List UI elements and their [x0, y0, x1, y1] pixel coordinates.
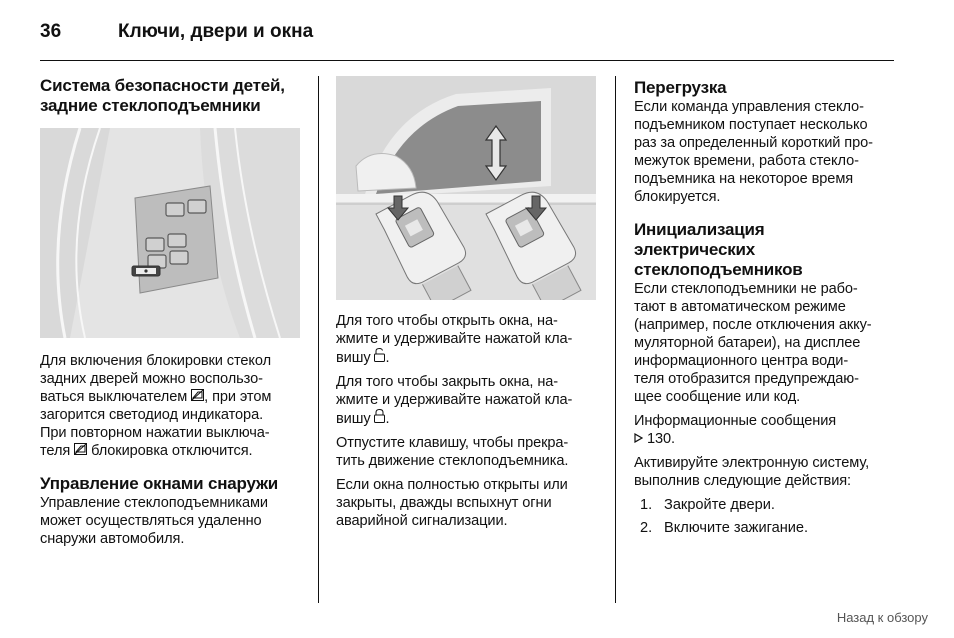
heading-line: Инициализация: [634, 220, 765, 239]
info-messages-paragraph: Информационные сообщения 130.: [634, 412, 899, 448]
text-line: информационного центра води-: [634, 353, 849, 369]
text-line: вишу: [336, 350, 371, 366]
text-line: Если стеклоподъемники не рабо-: [634, 281, 858, 297]
release-key-paragraph: Отпустите клавишу, чтобы прекра- тить дв…: [336, 434, 598, 470]
text-line: .: [385, 350, 390, 366]
text-line: (например, после отключения акку-: [634, 317, 872, 333]
lock-key-icon: [374, 408, 386, 425]
door-panel-drawing: [40, 128, 300, 338]
reference-arrow-icon: [634, 432, 644, 445]
text-line: аварийной сигнализации.: [336, 513, 508, 529]
text-line: подъемника на некоторое время: [634, 171, 854, 187]
text-line: Для того чтобы закрыть окна, на-: [336, 374, 559, 390]
text-line: Для включения блокировки стекол: [40, 353, 271, 369]
text-line: межуток времени, работа стекло-: [634, 153, 859, 169]
section-heading-initialization: Инициализация электрических стеклоподъем…: [634, 220, 899, 280]
text-line: При повторном нажатии выключа-: [40, 425, 270, 441]
heading-line: задние стеклоподъемники: [40, 96, 261, 115]
column-3: Перегрузка Если команда управления стекл…: [634, 76, 899, 537]
text-line: муляторной батареи), на дисплее: [634, 335, 861, 351]
text-line: Информационные сообщения: [634, 413, 837, 429]
remote-windows-paragraph: Управление стеклоподъемниками может осущ…: [40, 494, 302, 548]
column-1: Система безопасности детей, задние стекл…: [40, 76, 302, 548]
child-lock-switch-icon: [191, 389, 205, 403]
page-header: 36 Ключи, двери и окна: [40, 20, 894, 61]
car-window-key-drawing: [336, 76, 596, 300]
text-line: раз за определенный короткий про-: [634, 135, 873, 151]
text-line: снаружи автомобиля.: [40, 531, 185, 547]
text-line: тают в автоматическом режиме: [634, 299, 846, 315]
child-lock-paragraph: Для включения блокировки стекол задних д…: [40, 352, 302, 460]
initialization-paragraph: Если стеклоподъемники не рабо- тают в ав…: [634, 280, 899, 406]
door-switch-panel-illustration: [40, 128, 300, 338]
text-line: теля отобразится предупреждаю-: [634, 371, 859, 387]
steps-list: 1. Закройте двери. 2. Включите зажигание…: [634, 496, 899, 537]
text-line: может осуществляться удаленно: [40, 513, 262, 529]
text-line: выполнив следующие действия:: [634, 473, 851, 489]
section-heading-remote-windows: Управление окнами снаружи: [40, 474, 279, 493]
column-2: Для того чтобы открыть окна, на- жмите и…: [336, 76, 598, 530]
text-line: жмите и удерживайте нажатой кла-: [336, 392, 573, 408]
overload-paragraph: Если команда управления стекло- подъемни…: [634, 98, 899, 206]
text-line: жмите и удерживайте нажатой кла-: [336, 331, 573, 347]
text-line: .: [385, 411, 390, 427]
chapter-title: Ключи, двери и окна: [118, 21, 314, 42]
reference-link[interactable]: 130.: [634, 431, 675, 447]
heading-line: стеклоподъемников: [634, 260, 803, 279]
text-line: Если окна полностью открыты или: [336, 477, 568, 493]
activate-system-paragraph: Активируйте электронную систему, выполни…: [634, 454, 899, 490]
close-windows-paragraph: Для того чтобы закрыть окна, на- жмите и…: [336, 373, 598, 428]
back-to-overview-link[interactable]: Назад к обзору: [836, 610, 928, 625]
text-line: Управление стеклоподъемниками: [40, 495, 268, 511]
section-heading-child-safety: Система безопасности детей, задние стекл…: [40, 76, 302, 116]
list-item: 2. Включите зажигание.: [634, 519, 899, 537]
child-lock-switch-icon: [74, 443, 88, 457]
step-text: Закройте двери.: [664, 497, 775, 513]
remote-key-window-illustration: [336, 76, 596, 300]
text-line: загорится светодиод индикатора.: [40, 407, 264, 423]
text-line: теля: [40, 443, 71, 459]
heading-line: электрических: [634, 240, 756, 259]
text-line: Активируйте электронную систему,: [634, 455, 870, 471]
open-windows-paragraph: Для того чтобы открыть окна, на- жмите и…: [336, 312, 598, 367]
text-line: задних дверей можно воспользо-: [40, 371, 263, 387]
text-line: Если команда управления стекло-: [634, 99, 864, 115]
text-line: вишу: [336, 411, 371, 427]
text-line: блокируется.: [634, 189, 721, 205]
unlock-key-icon: [374, 347, 386, 364]
column-divider: [318, 76, 319, 603]
section-heading-overload: Перегрузка: [634, 78, 727, 97]
text-line: , при этом: [204, 389, 272, 405]
header-rule: [40, 60, 894, 61]
step-number: 1.: [640, 497, 653, 513]
text-line: щее сообщение или код.: [634, 389, 801, 405]
text-line: тить движение стеклоподъемника.: [336, 453, 569, 469]
heading-line: Система безопасности детей,: [40, 76, 285, 95]
text-line: блокировка отключится.: [91, 443, 253, 459]
hazard-lights-paragraph: Если окна полностью открыты или закрыты,…: [336, 476, 598, 530]
reference-page: 130.: [646, 431, 675, 447]
text-line: Отпустите клавишу, чтобы прекра-: [336, 435, 569, 451]
step-text: Включите зажигание.: [664, 520, 809, 536]
text-line: Для того чтобы открыть окна, на-: [336, 313, 558, 329]
page-number: 36: [40, 21, 62, 42]
list-item: 1. Закройте двери.: [634, 496, 899, 514]
text-line: закрыты, дважды вспыхнут огни: [336, 495, 552, 511]
step-number: 2.: [640, 520, 653, 536]
text-line: подъемником поступает несколько: [634, 117, 868, 133]
text-line: ваться выключателем: [40, 389, 188, 405]
column-divider: [615, 76, 616, 603]
